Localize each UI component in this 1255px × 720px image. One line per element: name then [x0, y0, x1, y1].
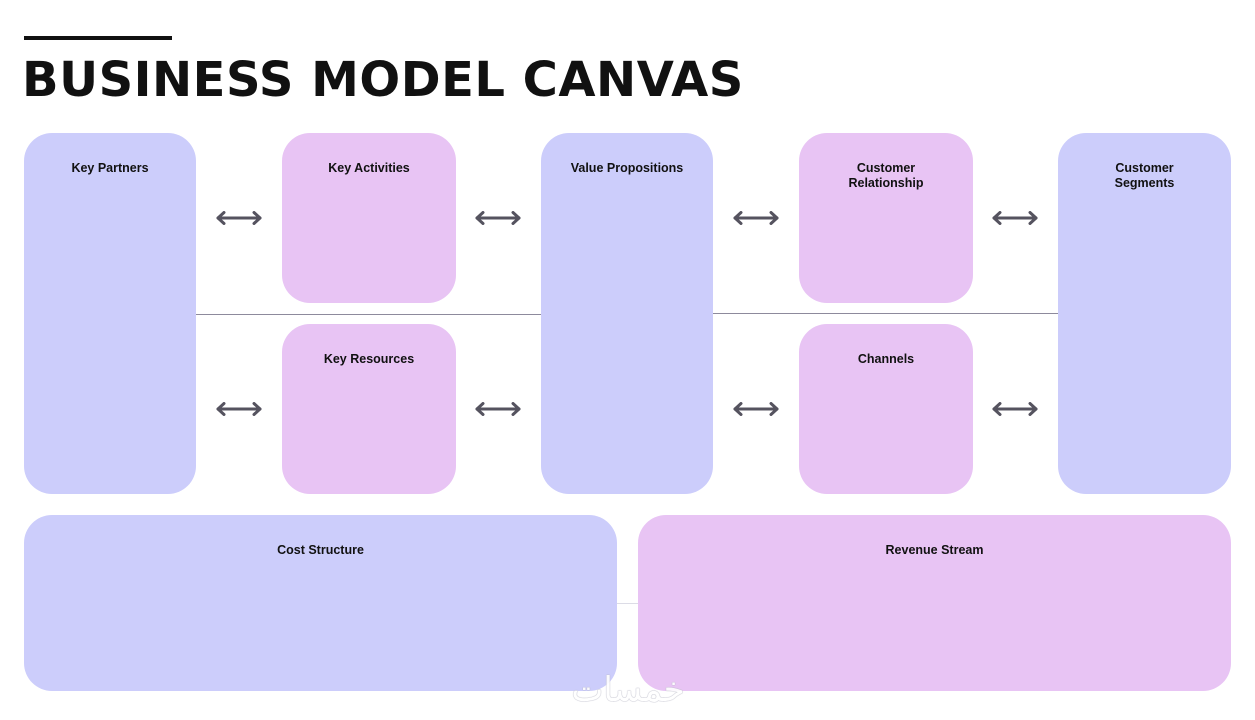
- value-propositions-label: Value Propositions: [571, 161, 684, 176]
- revenue-stream-box[interactable]: Revenue Stream: [638, 515, 1231, 691]
- channels-box[interactable]: Channels: [799, 324, 973, 494]
- customer-relationship-label-line-2: Relationship: [848, 176, 924, 190]
- revenue-stream-label: Revenue Stream: [886, 543, 984, 558]
- channels-label-line: Channels: [857, 352, 915, 366]
- connector-line-left: [196, 314, 541, 315]
- cost-structure-label: Cost Structure: [277, 543, 364, 558]
- cost-structure-box[interactable]: Cost Structure: [24, 515, 617, 691]
- double-headed-arrow-icon: [474, 402, 522, 416]
- page-title: BUSINESS MODEL CANVAS: [22, 52, 744, 108]
- key-resources-label: Key Resources: [324, 352, 414, 367]
- customer-relationship-label: Customer Relationship: [848, 161, 923, 191]
- key-resources-box[interactable]: Key Resources: [282, 324, 456, 494]
- double-headed-arrow-icon: [215, 211, 263, 225]
- key-partners-box[interactable]: Key Partners: [24, 133, 196, 494]
- key-activities-label: Key Activities: [328, 161, 410, 176]
- customer-relationship-box[interactable]: Customer Relationship: [799, 133, 973, 303]
- double-headed-arrow-icon: [732, 211, 780, 225]
- double-headed-arrow-icon: [215, 402, 263, 416]
- connector-line-right: [713, 313, 1058, 314]
- title-rule: [24, 36, 172, 40]
- value-propositions-label-line: Value Propositions: [570, 161, 684, 175]
- double-headed-arrow-icon: [474, 211, 522, 225]
- customer-segments-box[interactable]: Customer Segments: [1058, 133, 1231, 494]
- double-headed-arrow-icon: [732, 402, 780, 416]
- customer-segments-label-line-2: Segments: [1114, 176, 1175, 190]
- cost-structure-label-line: Cost Structure: [277, 543, 364, 557]
- revenue-stream-label-line: Revenue Stream: [885, 543, 984, 557]
- customer-segments-label-line-1: Customer: [1115, 161, 1174, 175]
- key-resources-label-line: Key Resources: [323, 352, 415, 366]
- connector-line-bottom: [617, 603, 638, 604]
- double-headed-arrow-icon: [991, 402, 1039, 416]
- customer-segments-label: Customer Segments: [1115, 161, 1175, 191]
- key-partners-label-line: Key Partners: [71, 161, 149, 175]
- key-activities-label-line: Key Activities: [328, 161, 410, 175]
- key-activities-box[interactable]: Key Activities: [282, 133, 456, 303]
- double-headed-arrow-icon: [991, 211, 1039, 225]
- key-partners-label: Key Partners: [71, 161, 148, 176]
- watermark-logo: خمسات: [571, 670, 685, 710]
- value-propositions-box[interactable]: Value Propositions: [541, 133, 713, 494]
- customer-relationship-label-line-1: Customer: [856, 161, 916, 175]
- channels-label: Channels: [858, 352, 914, 367]
